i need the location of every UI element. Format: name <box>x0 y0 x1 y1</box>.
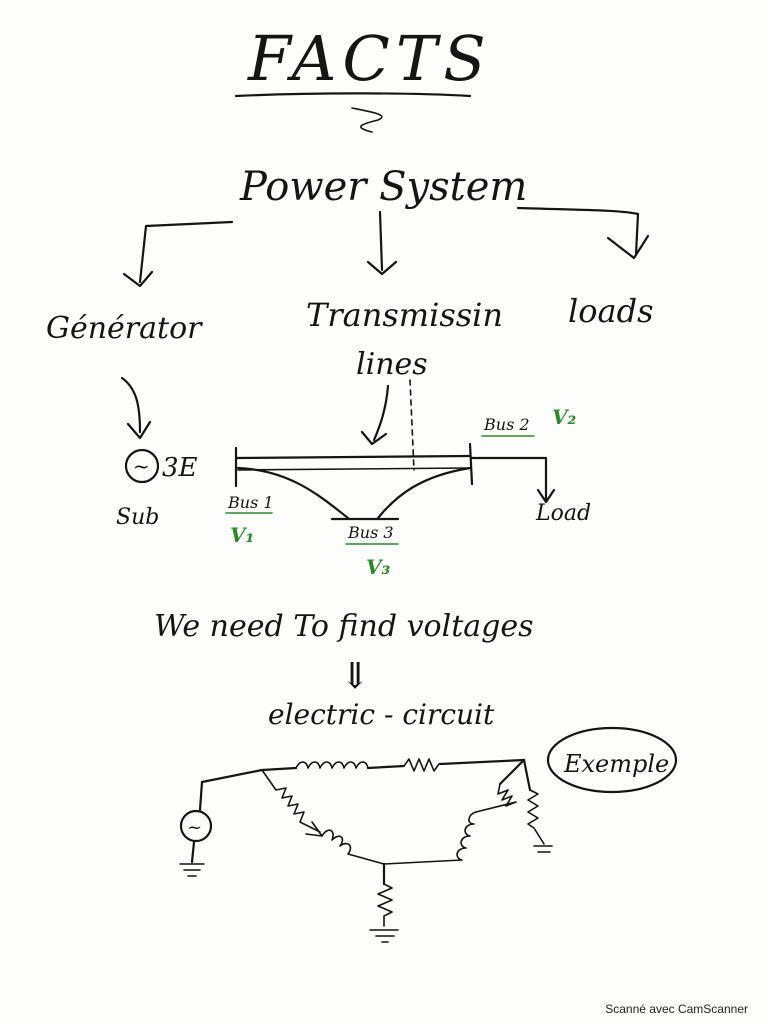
arrow-to-loads <box>516 206 640 256</box>
circuit-source-tilde: ~ <box>187 817 202 838</box>
center-resistor <box>377 883 393 927</box>
sub-label: Sub <box>116 505 159 530</box>
inductor-top-left <box>295 761 369 769</box>
three-phase-label: 3E <box>162 453 198 483</box>
v1-label: V₁ <box>230 523 254 547</box>
example-label: Exemple <box>563 750 669 778</box>
arrowhead-transmission <box>366 260 398 276</box>
circuit-top-right-wire <box>438 758 526 766</box>
generator-tilde: ~ <box>133 454 150 478</box>
arrowhead-load <box>536 488 556 504</box>
line-bus2-bus3 <box>376 466 472 520</box>
ground-symbol-left <box>179 863 205 877</box>
resistor-top-right <box>403 758 440 772</box>
circuit-left-drop <box>198 780 204 812</box>
line-bus2-load <box>470 456 548 502</box>
bus3-label: Bus 3 <box>347 523 394 542</box>
circuit-top-wire <box>200 766 298 784</box>
arrow-generator-down <box>120 376 142 434</box>
statement-text: We need To find voltages <box>154 609 534 644</box>
bus2-bar <box>468 442 474 486</box>
delta-right-branch <box>498 758 526 786</box>
circuit-label: electric - circuit <box>268 698 495 731</box>
line-bus1-bus2 <box>234 454 472 460</box>
line-bus1-bus3 <box>236 466 350 520</box>
generator-label: Générator <box>46 311 203 346</box>
example-bubble <box>546 726 678 794</box>
bus1-label: Bus 1 <box>227 493 274 512</box>
v3-label: V₃ <box>366 555 391 579</box>
loads-label: loads <box>568 292 653 330</box>
page-title: FACTS <box>247 22 492 95</box>
title-squiggle <box>351 107 383 133</box>
v2-label: V₂ <box>552 405 577 429</box>
delta-right-inductor <box>383 811 477 865</box>
line-bus1-bus2-lower <box>237 467 469 471</box>
load-label: Load <box>535 501 591 526</box>
implication-arrow: ⇓ <box>340 656 370 697</box>
delta-right-resistor <box>475 783 517 813</box>
title-underline <box>234 92 472 98</box>
scanner-watermark: Scanné avec CamScanner <box>605 1002 748 1016</box>
arrowhead-generator <box>122 270 154 288</box>
ground-symbol-center <box>369 929 399 943</box>
root-label: Power System <box>239 164 527 210</box>
arrow-to-transmission <box>378 210 384 272</box>
arrow-to-generator <box>138 220 234 284</box>
circuit-top-mid-wire <box>366 764 406 770</box>
delta-left-inductor <box>321 829 385 865</box>
circuit-source-ground-wire <box>190 840 196 864</box>
delta-left-branch-resistor <box>261 769 321 833</box>
arrowhead-loads <box>606 234 650 260</box>
right-load-wire <box>522 758 532 792</box>
circuit-source <box>179 809 213 843</box>
ground-symbol-right <box>533 845 553 853</box>
bus2-label: Bus 2 <box>483 415 530 434</box>
dashed-pointer <box>409 379 415 471</box>
arrowhead-lines-down <box>360 430 388 446</box>
transmission-label-line2: lines <box>356 347 428 382</box>
generator-symbol <box>124 448 160 484</box>
right-load-resistor <box>527 789 545 845</box>
transmission-label-line1: Transmissin <box>306 296 503 334</box>
arrowhead-generator-down <box>126 420 152 440</box>
arrow-lines-down <box>372 384 390 442</box>
